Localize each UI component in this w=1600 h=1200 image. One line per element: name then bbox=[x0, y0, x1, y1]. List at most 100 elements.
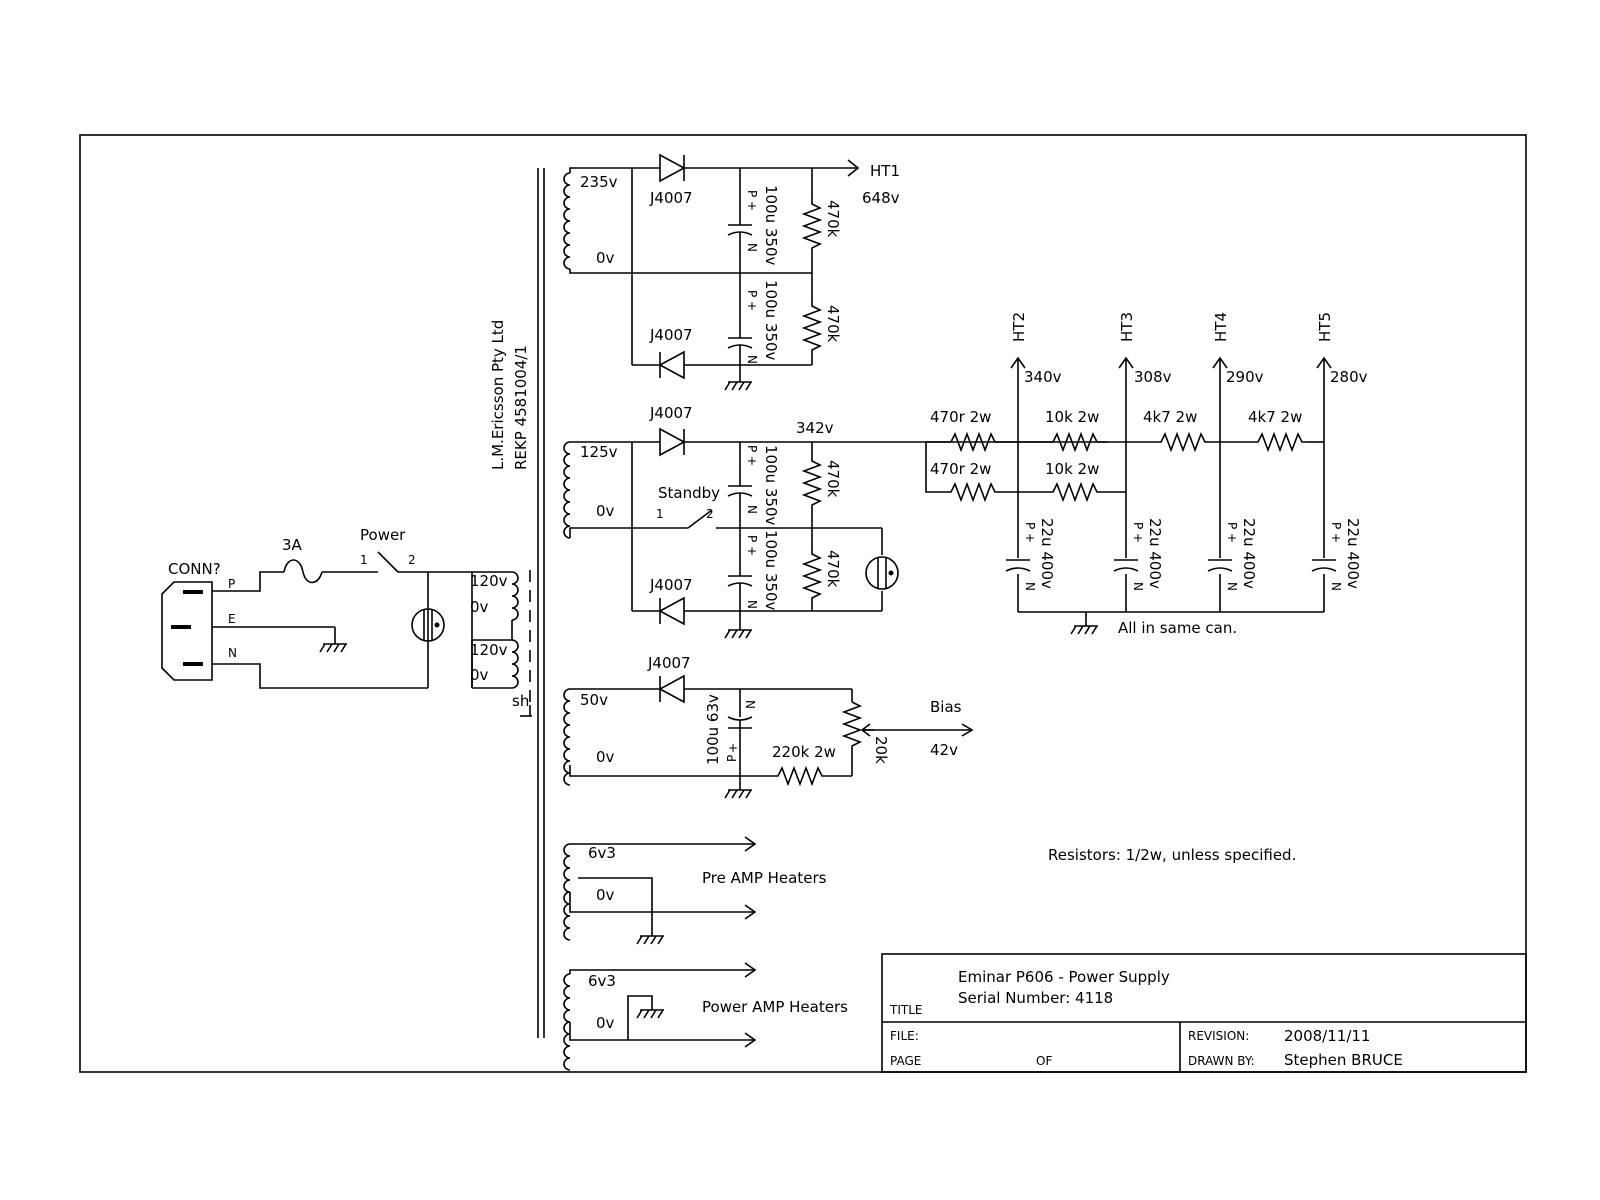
ground-icon bbox=[1070, 625, 1099, 635]
capacitor-icon bbox=[727, 557, 753, 603]
resistor-icon bbox=[944, 483, 1002, 501]
resistor-icon bbox=[1046, 483, 1104, 501]
sec2-bottom-label: 0v bbox=[596, 502, 615, 520]
can-cap-pos-label: P + bbox=[1131, 522, 1145, 543]
file-label: FILE: bbox=[890, 1029, 919, 1043]
fuse-label: 3A bbox=[282, 536, 303, 554]
cap-value-label: 100u 350v bbox=[762, 530, 780, 611]
neon-indicator-icon bbox=[865, 556, 899, 590]
fuse-icon bbox=[283, 559, 323, 584]
bias-label: Bias bbox=[930, 698, 962, 716]
pin-p-label: P bbox=[228, 577, 235, 591]
switch-pin-2: 2 bbox=[408, 553, 416, 567]
resistor-icon bbox=[803, 547, 821, 605]
heater-windings: Pre AMP Heaters Power AMP Heaters bbox=[569, 836, 848, 1048]
drawing-frame bbox=[79, 134, 1527, 1073]
secondary-winding-235v bbox=[563, 172, 571, 270]
bias-cap-plus: + bbox=[728, 741, 738, 755]
diode-label: J4007 bbox=[649, 326, 693, 344]
rail-resistor-label: 4k7 2w bbox=[1248, 408, 1302, 426]
sec4-top-label: 6v3 bbox=[588, 844, 616, 862]
can-cap-value: 22u 400v bbox=[1146, 518, 1164, 589]
ht1-supply: J4007 HT1 648v P + N 100u 350v 470k P + … bbox=[569, 153, 900, 391]
resistor-icon bbox=[803, 197, 821, 255]
primary-winding-2 bbox=[511, 639, 519, 689]
can-capacitor bbox=[1004, 558, 1032, 574]
shield-label: sh bbox=[512, 692, 529, 710]
diode-label: J4007 bbox=[649, 404, 693, 422]
page-label: PAGE bbox=[890, 1054, 921, 1068]
primary-winding-1 bbox=[511, 571, 519, 621]
cap-value-label: 100u 350v bbox=[762, 185, 780, 266]
rail-voltage-ht5: 280v bbox=[1330, 368, 1368, 386]
secondary-winding-pre-heaters bbox=[563, 843, 571, 941]
switch-pin-1: 1 bbox=[360, 553, 368, 567]
can-cap-neg-label: N bbox=[1225, 582, 1239, 591]
bias-cap-value: 100u 63v bbox=[704, 694, 722, 765]
secondary-winding-power-heaters bbox=[563, 973, 571, 1071]
can-cap-neg-label: N bbox=[1023, 582, 1037, 591]
cap-pos-label: P + bbox=[745, 190, 759, 211]
can-cap-value: 22u 400v bbox=[1344, 518, 1362, 589]
can-capacitor bbox=[1112, 558, 1140, 574]
ground-icon bbox=[724, 629, 753, 639]
pin-e-label: E bbox=[228, 612, 236, 626]
rail-resistor-label: 10k 2w bbox=[1045, 408, 1099, 426]
rail-voltage-ht3: 308v bbox=[1134, 368, 1172, 386]
can-capacitor bbox=[1206, 558, 1234, 574]
sec4-bottom-label: 0v bbox=[596, 886, 615, 904]
diode-label: J4007 bbox=[647, 654, 691, 672]
bias-cap-p: P bbox=[725, 755, 739, 762]
cap-neg-label: N bbox=[745, 355, 759, 364]
drawn-by-label: DRAWN BY: bbox=[1188, 1054, 1255, 1068]
resistor-icon bbox=[771, 767, 829, 785]
rail-voltage-ht2: 340v bbox=[1024, 368, 1062, 386]
power-transformer: L.M.Ericsson Pty Ltd REKP 4581004/1 120v… bbox=[470, 168, 618, 1071]
ht-342-supply: J4007 342v Standby 1 2 P + N 100u 350v 4… bbox=[569, 404, 1108, 639]
bias-supply: J4007 20k Bias 42v 100u 63v N + P 220k 2… bbox=[569, 654, 974, 799]
sec3-bottom-label: 0v bbox=[596, 748, 615, 766]
pot-value: 20k bbox=[872, 736, 890, 764]
bleeder-label: 470k bbox=[824, 305, 842, 343]
title-line2: Serial Number: 4118 bbox=[958, 989, 1113, 1007]
sec2-top-label: 125v bbox=[580, 443, 618, 461]
bias-resistor-label: 220k 2w bbox=[772, 743, 836, 761]
connector-label: CONN? bbox=[168, 560, 221, 578]
rail-name-ht4: HT4 bbox=[1212, 312, 1230, 342]
standby-label: Standby bbox=[658, 484, 720, 502]
title-block: TITLE Eminar P606 - Power Supply Serial … bbox=[881, 953, 1527, 1073]
secondary-winding-125v bbox=[563, 441, 571, 539]
standby-pin-1: 1 bbox=[656, 507, 664, 521]
ht1-voltage: 648v bbox=[862, 189, 900, 207]
ground-icon bbox=[319, 643, 348, 653]
cap-pos-label: P + bbox=[745, 290, 759, 311]
cap-value-label: 100u 350v bbox=[762, 445, 780, 526]
cap-neg-label: N bbox=[745, 600, 759, 609]
primary-tap-2: 0v bbox=[470, 598, 489, 616]
revision-value: 2008/11/11 bbox=[1284, 1027, 1370, 1045]
sec1-bottom-label: 0v bbox=[596, 249, 615, 267]
standby-switch bbox=[687, 509, 713, 529]
bleeder-label: 470k bbox=[824, 460, 842, 498]
diode-label: J4007 bbox=[649, 189, 693, 207]
can-cap-pos-label: P + bbox=[1329, 522, 1343, 543]
rail-name-ht5: HT5 bbox=[1316, 312, 1334, 342]
ht-rail-network: 470r 2w 10k 2w 4k7 2w 4k7 2w 470r 2w 10k… bbox=[925, 312, 1368, 637]
standby-pin-2: 2 bbox=[706, 507, 714, 521]
pre-heaters-label: Pre AMP Heaters bbox=[702, 869, 827, 887]
sec3-top-label: 50v bbox=[580, 691, 608, 709]
ground-icon bbox=[724, 789, 753, 799]
pin-n-label: N bbox=[228, 646, 237, 660]
transformer-maker: L.M.Ericsson Pty Ltd bbox=[489, 320, 507, 470]
of-label: OF bbox=[1036, 1054, 1052, 1068]
rail-resistor-label: 470r 2w bbox=[930, 460, 991, 478]
bias-cap-n: N bbox=[743, 700, 757, 709]
secondary-winding-50v bbox=[563, 688, 571, 786]
iec-connector bbox=[161, 581, 213, 681]
rail-resistor-label: 10k 2w bbox=[1045, 460, 1099, 478]
ground-icon bbox=[636, 1009, 665, 1019]
can-cap-value: 22u 400v bbox=[1240, 518, 1258, 589]
sec5-bottom-label: 0v bbox=[596, 1014, 615, 1032]
sec5-top-label: 6v3 bbox=[588, 972, 616, 990]
